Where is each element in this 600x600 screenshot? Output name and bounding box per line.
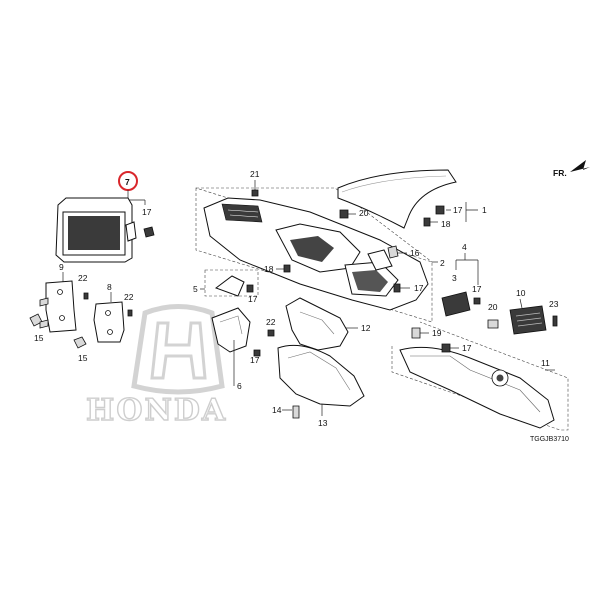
callout-19: 19 [432, 328, 442, 338]
part-4-pad: 4 3 17 [441, 242, 482, 317]
callout-17: 17 [472, 284, 482, 294]
callout-12: 12 [361, 323, 371, 333]
callout-17: 17 [462, 343, 472, 353]
callout-8: 8 [107, 282, 112, 292]
callout-11: 11 [541, 358, 550, 368]
callout-21: 21 [250, 169, 260, 179]
part-12-column-cover [285, 297, 349, 351]
callout-22: 22 [124, 292, 134, 302]
callout-16: 16 [410, 248, 420, 258]
honda-logo-h [131, 304, 225, 395]
part-13-lower-cover: 13 [277, 344, 365, 428]
part-1-upper-cover [337, 169, 457, 229]
callout-6: 6 [237, 381, 242, 391]
watermark-text: HONDA [86, 393, 227, 428]
callout-20: 20 [488, 302, 498, 312]
callout-17: 17 [250, 355, 260, 365]
callout-17: 17 [453, 205, 463, 215]
honda-watermark: HONDA [85, 304, 227, 429]
callout-17: 17 [248, 294, 258, 304]
callout-15: 15 [78, 353, 88, 363]
callout-3: 3 [452, 273, 457, 283]
front-direction-arrow: FR. [553, 160, 590, 178]
part-10-vent: 10 [509, 288, 547, 335]
part-7-display: 7 17 [55, 171, 155, 263]
callout-22: 22 [78, 273, 88, 283]
callout-20: 20 [359, 208, 369, 218]
callout-17: 17 [142, 207, 152, 217]
callout-1: 1 [482, 205, 487, 215]
callout-5: 5 [193, 284, 198, 294]
callout-7: 7 [125, 177, 130, 187]
part-8-bracket: 8 22 [93, 282, 134, 343]
callout-2: 2 [440, 258, 445, 268]
screws-15: 15 15 [29, 313, 88, 363]
callout-18: 18 [264, 264, 274, 274]
part-6-lower-trim: 6 [211, 307, 251, 391]
callout-4: 4 [462, 242, 467, 252]
callout-9: 9 [59, 262, 64, 272]
callout-23: 23 [549, 299, 559, 309]
callout-22: 22 [266, 317, 276, 327]
diagram-code: TGGJB3710 [530, 436, 569, 443]
callout-17: 17 [414, 283, 424, 293]
callout-10: 10 [516, 288, 526, 298]
part-9-bracket: 9 22 [39, 262, 89, 333]
direction-label: FR. [553, 168, 567, 178]
part-2-dash-panel [203, 197, 429, 311]
part-5-trim: 5 17 [193, 269, 259, 304]
part-11-glovebox: 11 [391, 321, 569, 431]
callout-18: 18 [441, 219, 451, 229]
callout-13: 13 [318, 418, 328, 428]
callout-15: 15 [34, 333, 44, 343]
callout-14: 14 [272, 405, 282, 415]
